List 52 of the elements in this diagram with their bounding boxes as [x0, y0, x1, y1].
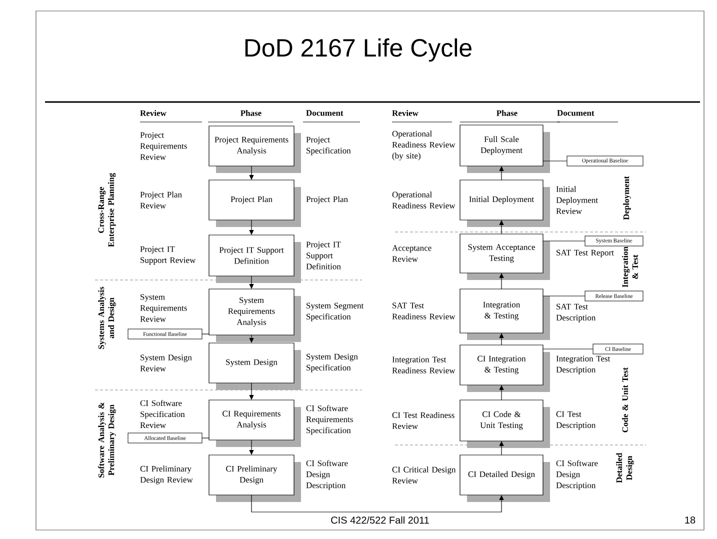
stage-label: Deployment — [623, 176, 631, 220]
document-text: Project IT Support Definition — [306, 242, 341, 270]
phase-box: CI Integration & Testing — [460, 344, 550, 392]
arrow — [251, 494, 504, 512]
phase-box: CI Requirements Analysis — [208, 400, 301, 447]
column-header: Phase — [240, 110, 262, 116]
document-text: Initial Deployment Review — [556, 186, 598, 214]
column-header: Phase — [496, 110, 518, 116]
review-text: Integration Test Readiness Review — [392, 356, 456, 374]
arrow — [249, 440, 254, 455]
document-text: System Segment Specification — [306, 302, 364, 322]
footer-text: CIS 422/522 Fall 2011 — [331, 516, 429, 524]
column-header: Review — [392, 110, 418, 116]
review-text: CI Software Specification Review — [140, 400, 185, 428]
document-text: System Design Specification — [306, 354, 358, 372]
stage-label: Cross-Range Enterprise Planning — [98, 173, 116, 247]
stage-label: Systems Analysis and Design — [98, 286, 116, 349]
document-text: CI Test Description — [556, 411, 596, 430]
column-header: Document — [306, 110, 344, 116]
review-text: Acceptance Review — [392, 245, 432, 262]
review-text: Operational Readiness Review (by site) — [392, 130, 456, 160]
title: DoD 2167 Life Cycle — [245, 38, 472, 62]
column-header: Document — [557, 110, 594, 116]
footer-text: 18 — [685, 516, 696, 524]
review-text: Project Requirements Review — [140, 132, 187, 160]
review-text: Project Plan Review — [140, 192, 182, 208]
review-text: CI Critical Design Review — [392, 466, 456, 484]
review-text: CI Preliminary Design Review — [140, 466, 193, 484]
connector-line — [542, 348, 594, 350]
stage-label: Detailed Design — [616, 452, 634, 483]
column-header: Review — [140, 110, 166, 116]
stage-label: Code & Unit Test — [622, 367, 628, 432]
document-text: SAT Test Report — [556, 250, 614, 258]
review-text: System Design Review — [140, 354, 192, 372]
review-text: CI Test Readiness Review — [392, 412, 454, 429]
document-text: Integration Test Description — [556, 356, 610, 374]
arrow — [499, 385, 504, 400]
stage-label: Integration & Test — [622, 246, 638, 288]
stage-label: Software Analysis & Preliminary Design — [98, 402, 116, 478]
document-text: Project Specification — [306, 136, 351, 156]
document-text: CI Software Design Description — [556, 460, 598, 490]
document-text: Project Plan — [306, 196, 348, 204]
review-text: SAT Test Description — [556, 304, 596, 322]
review-text: Project IT Support Review — [140, 246, 196, 265]
arrow — [499, 441, 504, 456]
phase-box: CI Code & Unit Testing — [460, 400, 550, 448]
review-text: System Requirements Review — [140, 294, 187, 322]
review-text: Operational Readiness Review — [392, 192, 456, 208]
connector-line — [542, 240, 586, 242]
document-text: CI Software Design Description — [306, 460, 348, 490]
review-text: SAT Test Readiness Review — [392, 302, 456, 320]
document-text: CI Software Requirements Specification — [306, 405, 353, 435]
